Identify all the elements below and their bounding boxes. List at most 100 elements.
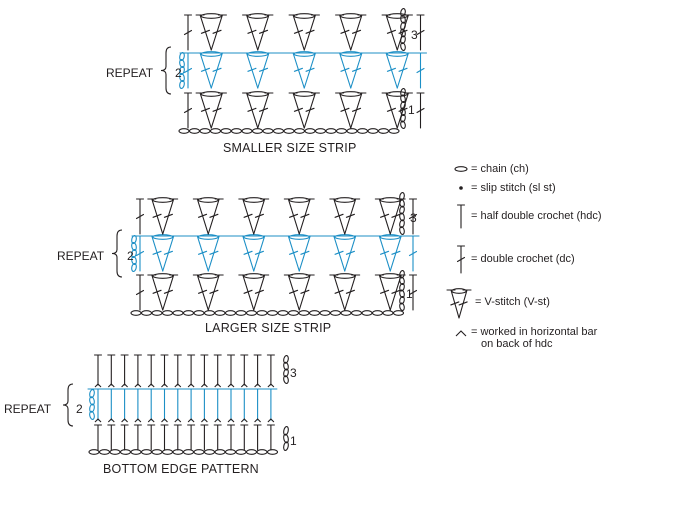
foundation-chain xyxy=(262,128,274,134)
foundation-chain xyxy=(182,449,195,455)
v-right-slash xyxy=(391,250,401,255)
v-right-leg xyxy=(344,198,357,235)
horizontal-bar-marker xyxy=(121,418,128,423)
v-stitch-chain xyxy=(200,51,222,57)
v-stitch xyxy=(374,273,406,311)
v-left-slash xyxy=(386,67,396,72)
turning-chain-row1 xyxy=(400,94,406,103)
v-right-slash xyxy=(259,29,269,34)
horizontal-bar-marker xyxy=(187,418,195,423)
turning-chain-row2 xyxy=(179,59,185,68)
v-right-leg xyxy=(298,235,311,272)
v-left-leg xyxy=(242,235,255,272)
v-stitch xyxy=(288,51,320,89)
v-stitch xyxy=(381,51,413,89)
v-left-slash xyxy=(198,213,208,218)
row-1 xyxy=(93,424,275,451)
edge-dc xyxy=(183,52,193,89)
v-stitch-chain xyxy=(379,197,401,203)
v-left-slash xyxy=(380,250,390,255)
v-left-leg xyxy=(339,14,352,51)
row-number-3-smaller: 3 xyxy=(411,28,418,42)
v-stitch-chain xyxy=(293,13,315,19)
v-left-slash xyxy=(340,29,350,34)
dc-slash xyxy=(408,213,418,220)
v-right-leg xyxy=(303,52,316,89)
horizontal-bar-marker xyxy=(107,418,115,423)
edge-dc xyxy=(408,198,418,235)
v-right-slash xyxy=(391,289,401,294)
horizontal-bar-marker xyxy=(267,418,275,423)
v-left-slash xyxy=(152,213,162,218)
v-left-leg xyxy=(151,274,164,311)
turning-chain-row3 xyxy=(399,205,405,215)
v-left-leg xyxy=(378,274,391,311)
v-right-leg xyxy=(396,92,409,129)
slip-stitch-icon xyxy=(459,186,463,190)
v-right-leg xyxy=(207,274,220,311)
v-left-slash xyxy=(386,29,396,34)
v-right-slash xyxy=(398,67,408,72)
dc-slash xyxy=(416,107,425,114)
turning-chain-row3 xyxy=(399,192,405,201)
v-left-slash xyxy=(243,250,253,255)
v-right-slash xyxy=(209,289,219,294)
foundation-chain xyxy=(241,128,253,134)
horizontal-bar-marker xyxy=(174,418,182,423)
v-right-leg xyxy=(257,52,270,89)
v-stitch-chain xyxy=(197,234,219,240)
v-right-slash xyxy=(305,107,315,112)
v-right-slash xyxy=(345,289,355,294)
hdc-stitch xyxy=(213,388,222,421)
horizontal-bar-marker xyxy=(121,383,128,388)
row-number-1-smaller: 1 xyxy=(408,103,415,117)
turning-chain-row2 xyxy=(89,389,95,399)
v-left-slash xyxy=(247,67,257,72)
v-stitch-chain xyxy=(379,273,401,279)
row-number-1-bottom: 1 xyxy=(290,434,297,448)
foundation-chain xyxy=(178,128,190,134)
dc-slash xyxy=(183,67,193,74)
repeat-label-bottom: REPEAT xyxy=(4,402,52,416)
turning-chain-row3 xyxy=(400,21,406,31)
chart-larger-size-strip xyxy=(111,192,420,316)
turning-chain-row1 xyxy=(283,426,289,436)
v-left-leg xyxy=(196,198,209,235)
turning-chain-row3 xyxy=(399,219,405,229)
hdc-stitch xyxy=(133,424,142,451)
foundation-chain xyxy=(209,128,222,134)
v-left-leg xyxy=(199,52,212,89)
foundation-chain xyxy=(140,310,153,316)
foundation-chain xyxy=(277,310,289,316)
v-left-slash xyxy=(152,250,162,255)
v-right-slash xyxy=(212,107,222,112)
v-stitch xyxy=(283,197,315,235)
v-stitch-icon xyxy=(446,288,472,319)
v-right-slash xyxy=(163,213,173,218)
v-stitch xyxy=(283,234,315,272)
hdc-stitch xyxy=(107,424,116,451)
turning-chain-row1 xyxy=(399,302,405,311)
turning-chain-row1 xyxy=(399,276,405,285)
foundation-chain xyxy=(335,128,348,134)
foundation-chain xyxy=(308,310,321,316)
hdc-stitch xyxy=(213,424,222,451)
legend-dc-text: = double crochet (dc) xyxy=(471,253,575,265)
v-left-leg xyxy=(378,198,391,235)
v-right-slash xyxy=(305,67,315,72)
turning-chain-row1 xyxy=(400,101,406,110)
v-stitch xyxy=(192,197,224,235)
hdc-stitch xyxy=(200,354,209,386)
v-right-slash xyxy=(254,250,264,255)
turning-chain-row3 xyxy=(399,212,405,222)
foundation-chain xyxy=(230,128,243,134)
hdc-stitch xyxy=(240,424,249,451)
hdc-stitch xyxy=(253,424,262,451)
horizontal-bar-marker xyxy=(174,383,182,388)
hdc-stitch xyxy=(200,388,209,421)
turning-chain-row2 xyxy=(131,256,137,265)
turning-chain-row3 xyxy=(399,198,405,208)
repeat-row-number-larger: 2 xyxy=(127,249,134,263)
edge-dc xyxy=(416,52,425,89)
row-2 xyxy=(179,51,428,89)
